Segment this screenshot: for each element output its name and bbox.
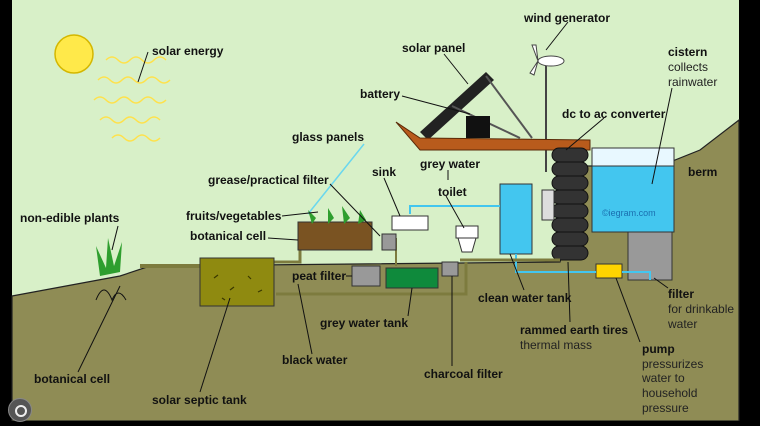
label-rammed-earth-tires: rammed earth tires [520,323,628,337]
label-pump-sub1: pressurizes [642,357,703,371]
sun-rays [93,56,171,142]
label-cistern-sub2: rainwater [668,75,717,89]
label-non-edible-plants: non-edible plants [20,211,120,225]
vegetables-plants [308,206,366,224]
label-wind-generator: wind generator [523,11,610,25]
label-pump-sub4: pressure [642,401,689,415]
label-glass-panels: glass panels [292,130,364,144]
label-filter: filter [668,287,694,301]
label-berm: berm [688,165,717,179]
label-pump: pump [642,342,675,356]
watermark: ©iegram.com [602,208,656,218]
septic-texture [213,274,263,301]
label-cistern-sub1: collects [668,60,708,74]
leader-lines [77,21,673,393]
label-grey-water: grey water [420,157,480,171]
peat-filter-box [351,265,381,287]
glass-panels-ray [307,143,365,215]
label-sink: sink [372,165,396,179]
plumbing [140,205,651,296]
label-botanical-cell-lower: botanical cell [34,372,110,386]
label-dc-to-ac: dc to ac converter [562,107,666,121]
pump-icon [595,263,623,279]
sink-icon [381,215,429,251]
cistern-air [591,147,675,167]
label-toilet: toilet [438,185,467,199]
sun-icon [54,34,94,74]
label-battery: battery [360,87,400,101]
wind-generator-icon [529,44,565,172]
label-charcoal-filter: charcoal filter [424,367,503,381]
label-fruits-vegetables: fruits/vegetables [186,209,282,223]
toilet-icon [441,225,479,277]
dc-ac-converter-icon [541,189,555,221]
battery-icon [466,116,490,138]
label-filter-sub1: for drinkable [668,302,734,316]
non-edible-plants-icon [95,238,127,302]
rammed-earth-tires [551,147,589,261]
label-clean-water-tank: clean water tank [478,291,572,305]
label-grease-filter: grease/practical filter [208,173,329,187]
label-solar-septic-tank: solar septic tank [152,393,247,407]
label-botanical-cell-upper: botanical cell [190,229,266,243]
label-peat-filter: peat filter [292,269,346,283]
solar-septic-tank [199,257,275,307]
roof-beam [395,121,591,151]
label-solar-panel: solar panel [402,41,465,55]
label-thermal-mass: thermal mass [520,338,592,352]
botanical-cell-planter [297,221,373,251]
lens-search-icon[interactable] [8,398,32,422]
grey-water-tank [385,267,439,289]
clean-water-tank [499,183,533,255]
label-pump-sub3: household [642,386,697,400]
label-black-water: black water [282,353,348,367]
label-grey-water-tank: grey water tank [320,316,408,330]
label-solar-energy: solar energy [152,44,224,58]
label-cistern: cistern [668,45,707,59]
label-pump-sub2: water to [641,371,685,385]
label-filter-sub2: water [667,317,697,331]
